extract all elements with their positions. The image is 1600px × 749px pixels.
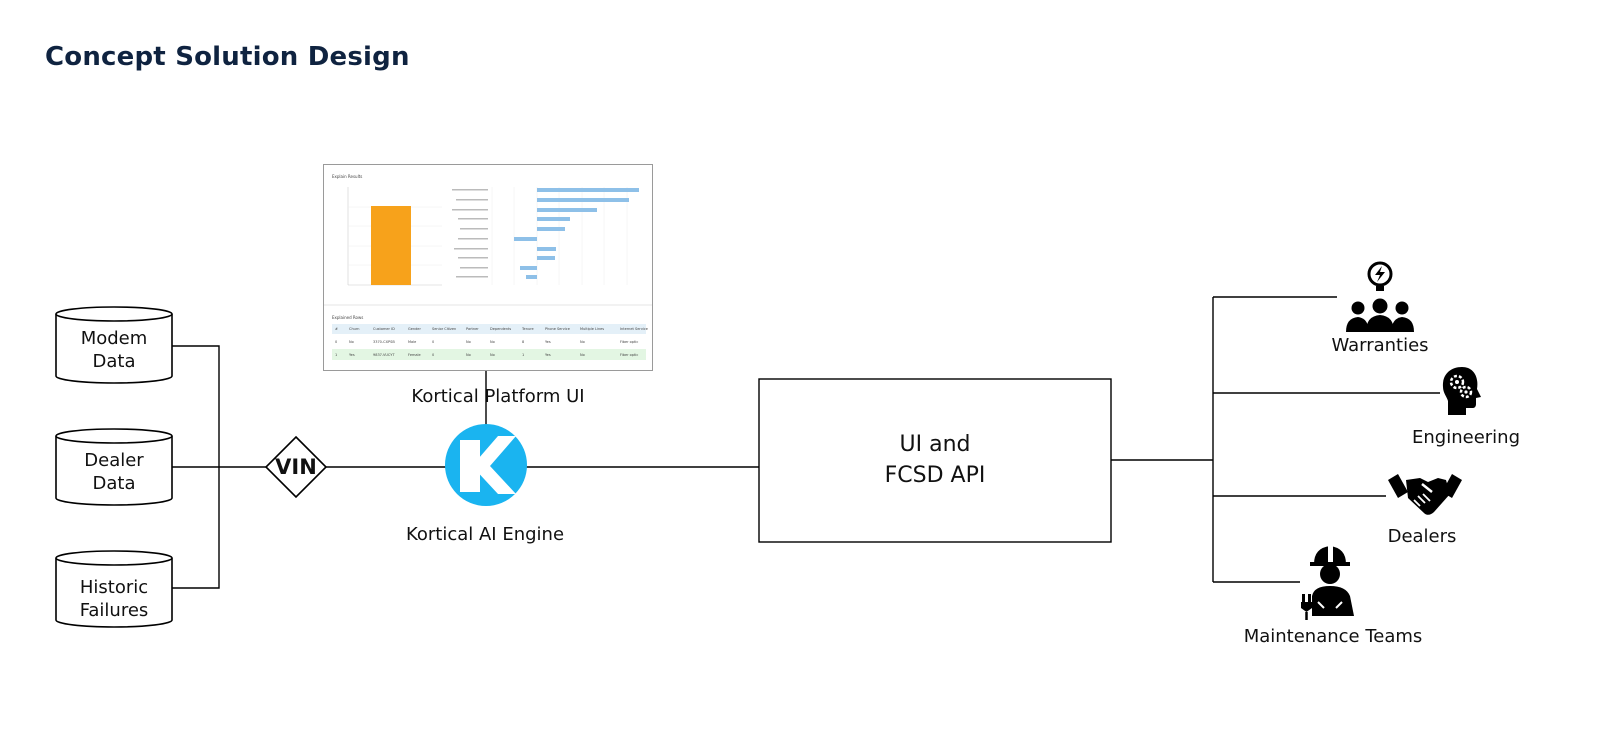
thumb-th: Phone Service	[545, 327, 570, 331]
thumb-td: 0	[432, 340, 435, 344]
thumb-th: Internet Service	[620, 327, 648, 331]
thumb-td: Female	[408, 353, 421, 357]
thumb-th: Multiple Lines	[580, 327, 605, 331]
source-label-line: Modem	[80, 328, 148, 349]
thumb-th: Gender	[408, 327, 421, 331]
consumer-label-warranties: Warranties	[1331, 335, 1429, 356]
thumb-td: 0	[432, 353, 435, 357]
thumb-td: No	[580, 353, 585, 357]
engine-label: Kortical AI Engine	[405, 524, 565, 545]
cylinder-dealer-data[interactable]	[55, 428, 173, 506]
thumb-td: 0	[335, 340, 338, 344]
thumb-td: Male	[408, 340, 417, 344]
platform-ui-screenshot[interactable]: Explain Results	[323, 164, 653, 371]
thumb-th: Customer ID	[373, 327, 395, 331]
thumb-td: No	[466, 353, 471, 357]
source-label-line: Data	[92, 473, 136, 494]
thumb-td: Fiber optic	[620, 353, 639, 357]
thumb-td: 3370-CXPSB	[373, 340, 395, 344]
api-box-line: FCSD API	[884, 463, 986, 488]
source-label-modem: Modem Data	[55, 327, 173, 373]
source-connectors	[172, 345, 759, 589]
vin-label: VIN	[275, 455, 317, 479]
vin-diamond[interactable]	[264, 435, 328, 499]
thumb-td: Yes	[545, 340, 551, 344]
thumb-td: No	[490, 340, 495, 344]
thumb-table-title: Explained Rows	[332, 315, 364, 320]
cylinder-modem-data[interactable]	[55, 306, 173, 384]
head-gears-icon[interactable]	[1440, 365, 1484, 417]
handshake-icon[interactable]	[1388, 472, 1462, 520]
thumb-td: Yes	[545, 353, 551, 357]
thumb-td: Yes	[349, 353, 355, 357]
consumer-connectors	[1111, 296, 1440, 583]
consumer-label-dealers: Dealers	[1387, 526, 1457, 547]
cylinder-historic-failures[interactable]	[55, 550, 173, 628]
source-label-line: Dealer	[84, 450, 144, 471]
thumb-chart-title: Explain Results	[332, 174, 363, 179]
thumb-td: No	[490, 353, 495, 357]
page-title: Concept Solution Design	[45, 42, 410, 72]
thumb-th: #	[335, 327, 338, 331]
consumer-label-maintenance: Maintenance Teams	[1243, 626, 1423, 647]
thumb-td: 1	[335, 353, 338, 357]
people-lightbulb-icon[interactable]	[1342, 260, 1418, 334]
platform-ui-label: Kortical Platform UI	[411, 386, 585, 407]
consumer-label-engineering: Engineering	[1412, 427, 1520, 448]
thumb-th: Partner	[466, 327, 479, 331]
thumb-th: Churn	[349, 327, 360, 331]
kortical-engine-logo[interactable]	[445, 424, 527, 506]
thumb-td: 9837-VUCYT	[373, 353, 395, 357]
thumb-td: 1	[522, 353, 525, 357]
source-label-line: Data	[92, 351, 136, 372]
thumb-td: Fiber optic	[620, 340, 639, 344]
thumb-td: No	[580, 340, 585, 344]
source-label-dealer: Dealer Data	[55, 449, 173, 495]
thumb-th: Senior Citizen	[432, 327, 457, 331]
thumb-th: Tenure	[522, 327, 534, 331]
source-label-line: Historic	[79, 577, 149, 598]
ui-fcsd-api-box[interactable]	[758, 378, 1112, 543]
thumb-charts	[324, 187, 652, 360]
api-box-label: UI and FCSD API	[759, 429, 1111, 491]
source-label-historic: Historic Failures	[55, 576, 173, 622]
api-box-line: UI and	[899, 432, 971, 457]
source-label-line: Failures	[79, 600, 149, 621]
thumb-th: Dependents	[490, 327, 512, 331]
thumb-td: No	[466, 340, 471, 344]
worker-icon[interactable]	[1298, 542, 1358, 620]
thumb-td: 8	[522, 340, 525, 344]
thumb-td: No	[349, 340, 354, 344]
